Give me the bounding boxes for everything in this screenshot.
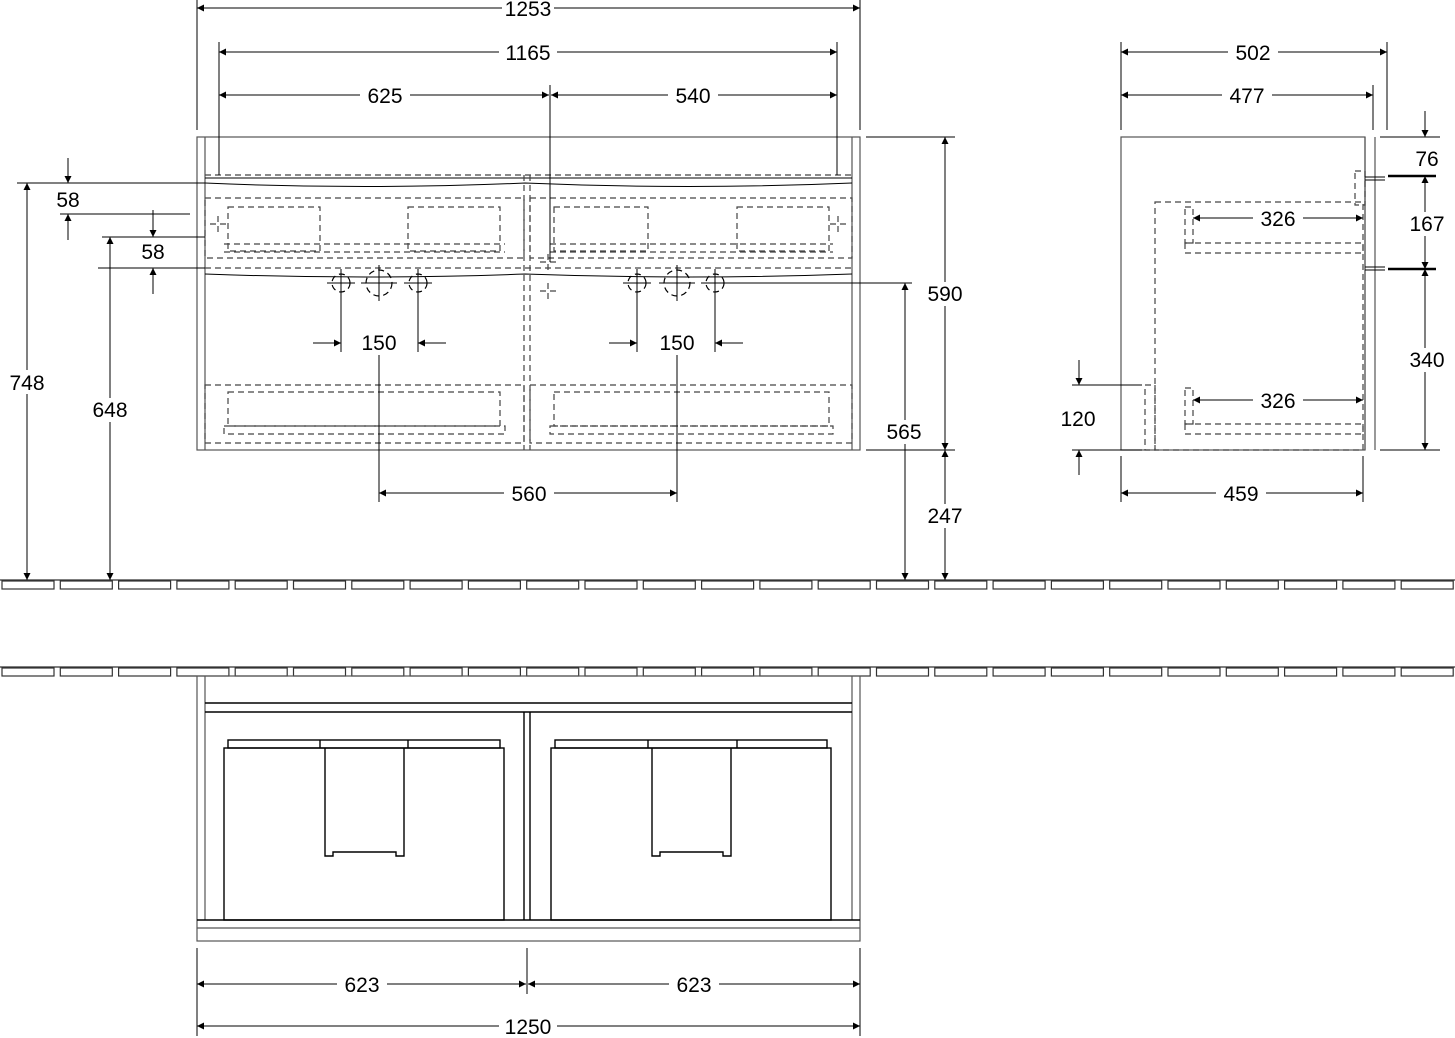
dim-side-inner-depth: 477 (1229, 85, 1264, 108)
dim-drawer-depth-top: 326 (1260, 208, 1295, 231)
dim-overall-height: 748 (9, 372, 44, 395)
dim-drawer-depth-bottom: 326 (1260, 390, 1295, 413)
dimension-lines (17, 0, 1440, 1036)
dim-cabinet-height: 590 (927, 283, 962, 306)
outlet-symbols (327, 265, 729, 301)
floor-line-top (0, 579, 1455, 590)
dim-side-lower-drawer: 340 (1409, 349, 1444, 372)
floor-line-bottom (0, 666, 1455, 677)
dim-left-segment: 625 (367, 85, 402, 108)
side-view (1120, 136, 1436, 451)
dim-top-offset-left: 58 (56, 189, 79, 212)
dim-drain-height: 565 (886, 421, 921, 444)
plan-view (196, 675, 861, 942)
dim-right-segment: 540 (675, 85, 710, 108)
dim-second-offset-left: 58 (141, 241, 164, 264)
dim-tap-spacing-left: 150 (361, 332, 396, 355)
dim-tap-center-distance: 560 (511, 483, 546, 506)
dim-side-depth: 502 (1235, 42, 1270, 65)
dim-side-top-gap: 76 (1415, 148, 1438, 171)
dim-floor-clearance: 247 (927, 505, 962, 528)
dimension-labels: 1253 1165 625 540 502 477 326 326 459 58… (4, 0, 1450, 1038)
dim-side-base-depth: 459 (1223, 483, 1258, 506)
dim-inner-width: 1165 (505, 42, 550, 65)
dim-bottom-total-width: 1250 (505, 1016, 552, 1038)
dim-tap-spacing-right: 150 (659, 332, 694, 355)
dim-side-upper-drawer: 167 (1409, 213, 1444, 236)
dim-side-bottom-gap: 120 (1060, 408, 1095, 431)
dim-bottom-right-width: 623 (676, 974, 711, 997)
dim-bottom-left-width: 623 (344, 974, 379, 997)
front-view (196, 136, 861, 451)
dim-outlet-height: 648 (92, 399, 127, 422)
dim-total-width-top: 1253 (505, 0, 552, 21)
